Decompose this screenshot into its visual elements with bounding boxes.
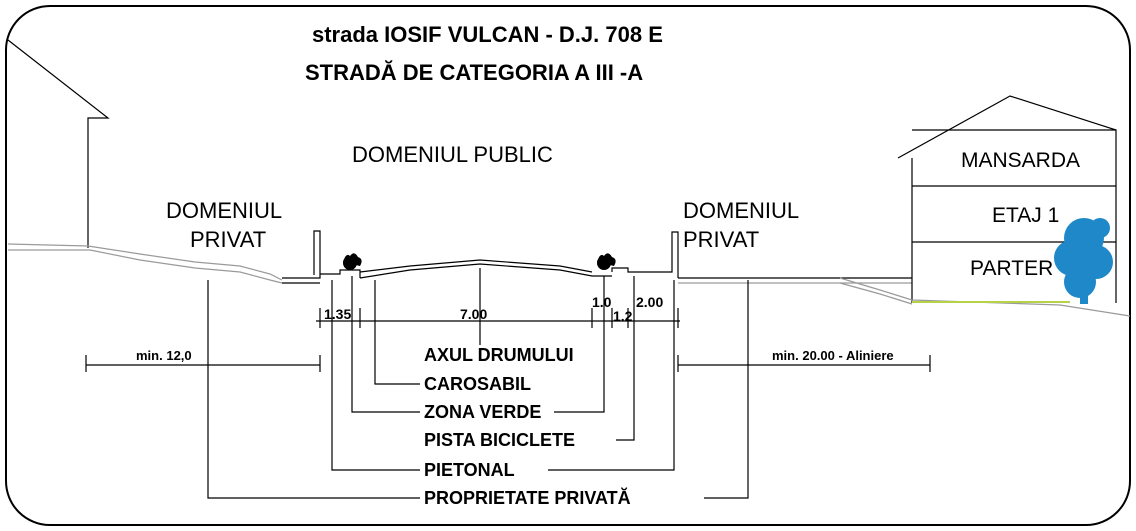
dim-label-min-right: min. 20.00 - Aliniere [772,348,894,363]
left-sidewalk [320,269,361,278]
dim-label-min-left: min. 12,0 [136,348,192,363]
floor-label-parter: PARTER [970,257,1053,280]
left-tree-icon [343,253,362,270]
floor-label-mansarda: MANSARDA [961,149,1080,172]
right-private-label-1: DOMENIUL [683,198,799,223]
right-private-label-2: PRIVAT [683,227,759,252]
title-line-1: strada IOSIF VULCAN - D.J. 708 E [312,22,663,47]
legend-axul-drumului: AXUL DRUMULUI [424,345,574,365]
dim-label-sidewalk-right: 2.00 [636,294,663,310]
dim-label-left-sidewalk: 1.35 [324,306,351,322]
left-house-outline [7,39,110,248]
dimension-line-min-left [85,355,321,372]
dim-label-bike-right: 1.2 [613,308,633,324]
left-private-label-2: PRIVAT [190,227,266,252]
dim-label-carriageway: 7.00 [460,306,487,322]
legend-carosabil: CAROSABIL [424,374,531,394]
left-private-label-1: DOMENIUL [166,198,282,223]
legend-pista-biciclete: PISTA BICICLETE [424,430,575,450]
frame-border [5,5,1131,526]
public-domain-label: DOMENIUL PUBLIC [352,142,553,167]
right-tree-icon [597,253,616,270]
left-lot-edge [282,230,321,279]
title-line-2: STRADĂ DE CATEGORIA A III -A [305,60,643,85]
right-sidewalk [611,231,679,278]
dim-label-green-right: 1.0 [592,294,612,310]
legend-proprietate-privata: PROPRIETATE PRIVATĂ [424,487,631,508]
dimension-line-street [316,308,680,328]
dimension-line-min-right [677,355,931,372]
left-ground-line-2 [8,249,283,284]
carriageway-surface-2 [359,259,593,273]
right-terrain-line [839,277,1131,317]
right-terrain-line-2 [839,282,913,305]
legend-leaders [207,276,749,499]
bush-tree-icon [1054,218,1113,304]
floor-label-etaj: ETAJ 1 [992,204,1059,227]
carriageway-surface [359,263,612,279]
right-building [897,95,1117,303]
legend-pietonal: PIETONAL [424,460,515,480]
left-ground-line [7,243,283,281]
legend-zona-verde: ZONA VERDE [424,402,541,422]
